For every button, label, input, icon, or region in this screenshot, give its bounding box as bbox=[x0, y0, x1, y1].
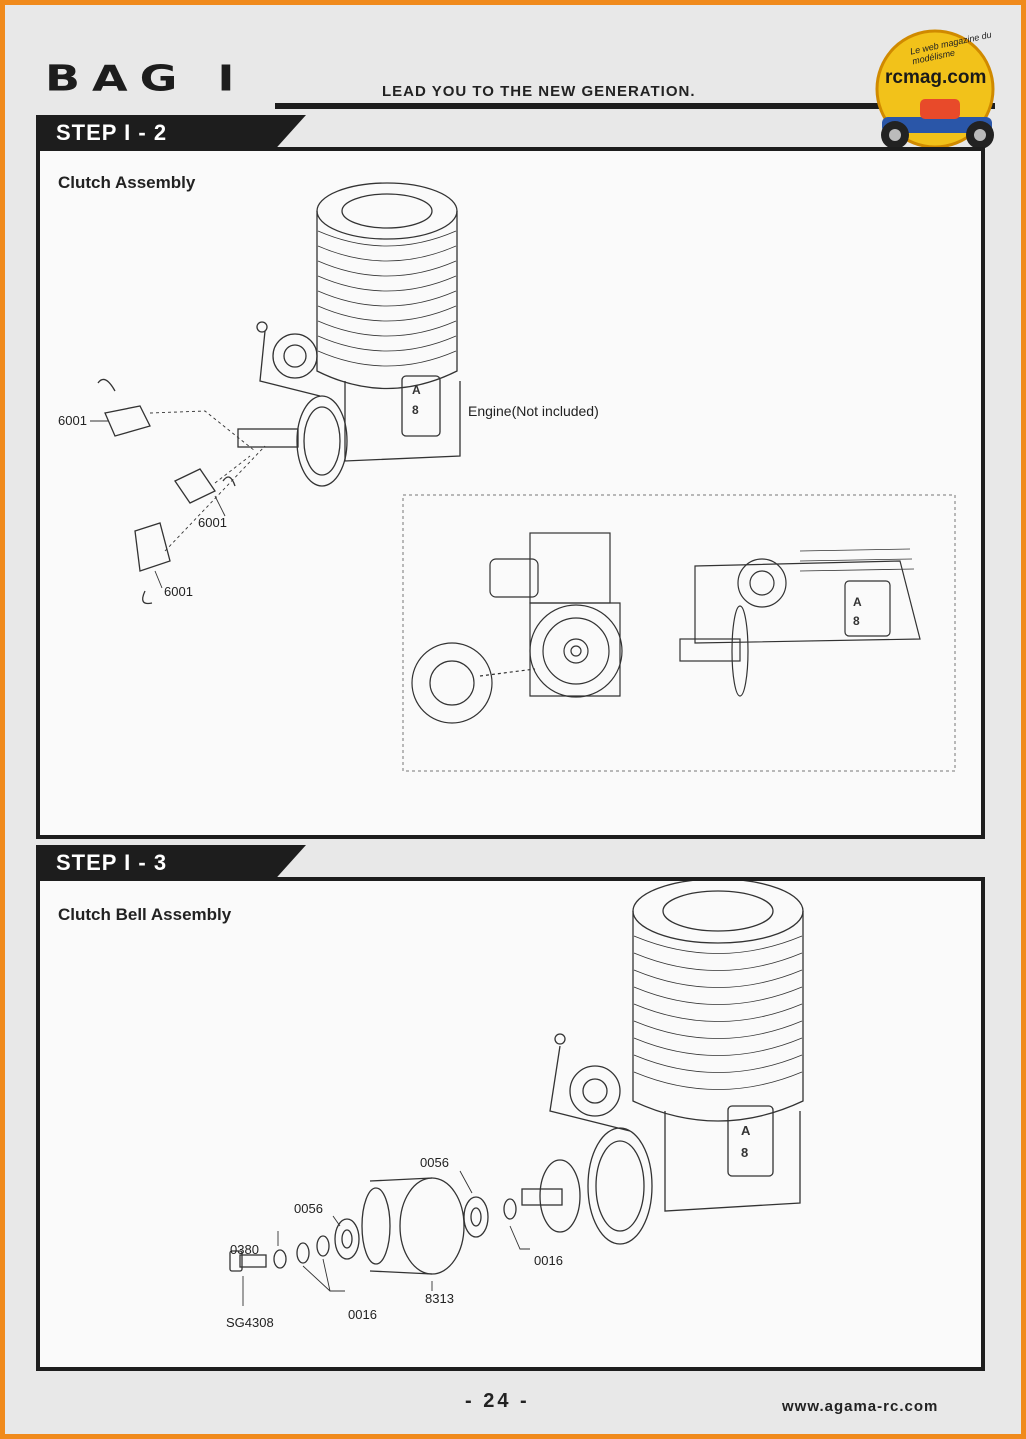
engine-badge-a: A bbox=[412, 383, 421, 397]
callout-6001-shoe-lower: 6001 bbox=[164, 584, 193, 599]
callout-0380-washer: 0380 bbox=[230, 1242, 259, 1257]
svg-text:8: 8 bbox=[853, 614, 860, 628]
svg-text:A: A bbox=[853, 595, 862, 609]
step-1-2-title: Clutch Assembly bbox=[58, 173, 196, 192]
engine-badge-8: 8 bbox=[412, 403, 419, 417]
svg-text:A: A bbox=[741, 1123, 751, 1138]
callout-0056-bearing-right: 0056 bbox=[420, 1155, 449, 1170]
callout-8313-clutch-bell: 8313 bbox=[425, 1291, 454, 1306]
callout-6001-shoe: 6001 bbox=[198, 515, 227, 530]
callout-0056-bearing-left: 0056 bbox=[294, 1201, 323, 1216]
callout-6001-spring: 6001 bbox=[58, 413, 87, 428]
header-tagline: LEAD YOU TO THE NEW GENERATION. bbox=[382, 83, 696, 100]
svg-text:8: 8 bbox=[741, 1145, 748, 1160]
page-number: - 24 - bbox=[465, 1390, 530, 1412]
callout-0016-shims-left: 0016 bbox=[348, 1307, 377, 1322]
logo-brand: rcmag.com bbox=[885, 67, 987, 88]
engine-note: Engine(Not included) bbox=[468, 403, 599, 419]
step-1-3-title: Clutch Bell Assembly bbox=[58, 905, 232, 924]
callout-0016-shim-right: 0016 bbox=[534, 1253, 563, 1268]
clutch-assembly-diagram: A 8 bbox=[90, 182, 956, 772]
step-1-3-label: STEP I - 3 bbox=[36, 845, 306, 881]
header-rule bbox=[275, 103, 995, 109]
footer-url: www.agama-rc.com bbox=[782, 1398, 939, 1415]
step-1-2-label: STEP I - 2 bbox=[36, 115, 306, 151]
callout-sg4308-screw: SG4308 bbox=[226, 1315, 274, 1330]
bag-title: BAG I bbox=[45, 57, 247, 100]
rcmag-logo bbox=[875, 29, 995, 149]
detail-inset bbox=[402, 494, 956, 772]
clutch-bell-assembly-diagram: A 8 bbox=[229, 881, 804, 1306]
step-1-3-panel: Clutch Bell Assembly bbox=[36, 877, 985, 1371]
step-1-2-panel: Clutch Assembly Engine(Not included) bbox=[36, 147, 985, 839]
